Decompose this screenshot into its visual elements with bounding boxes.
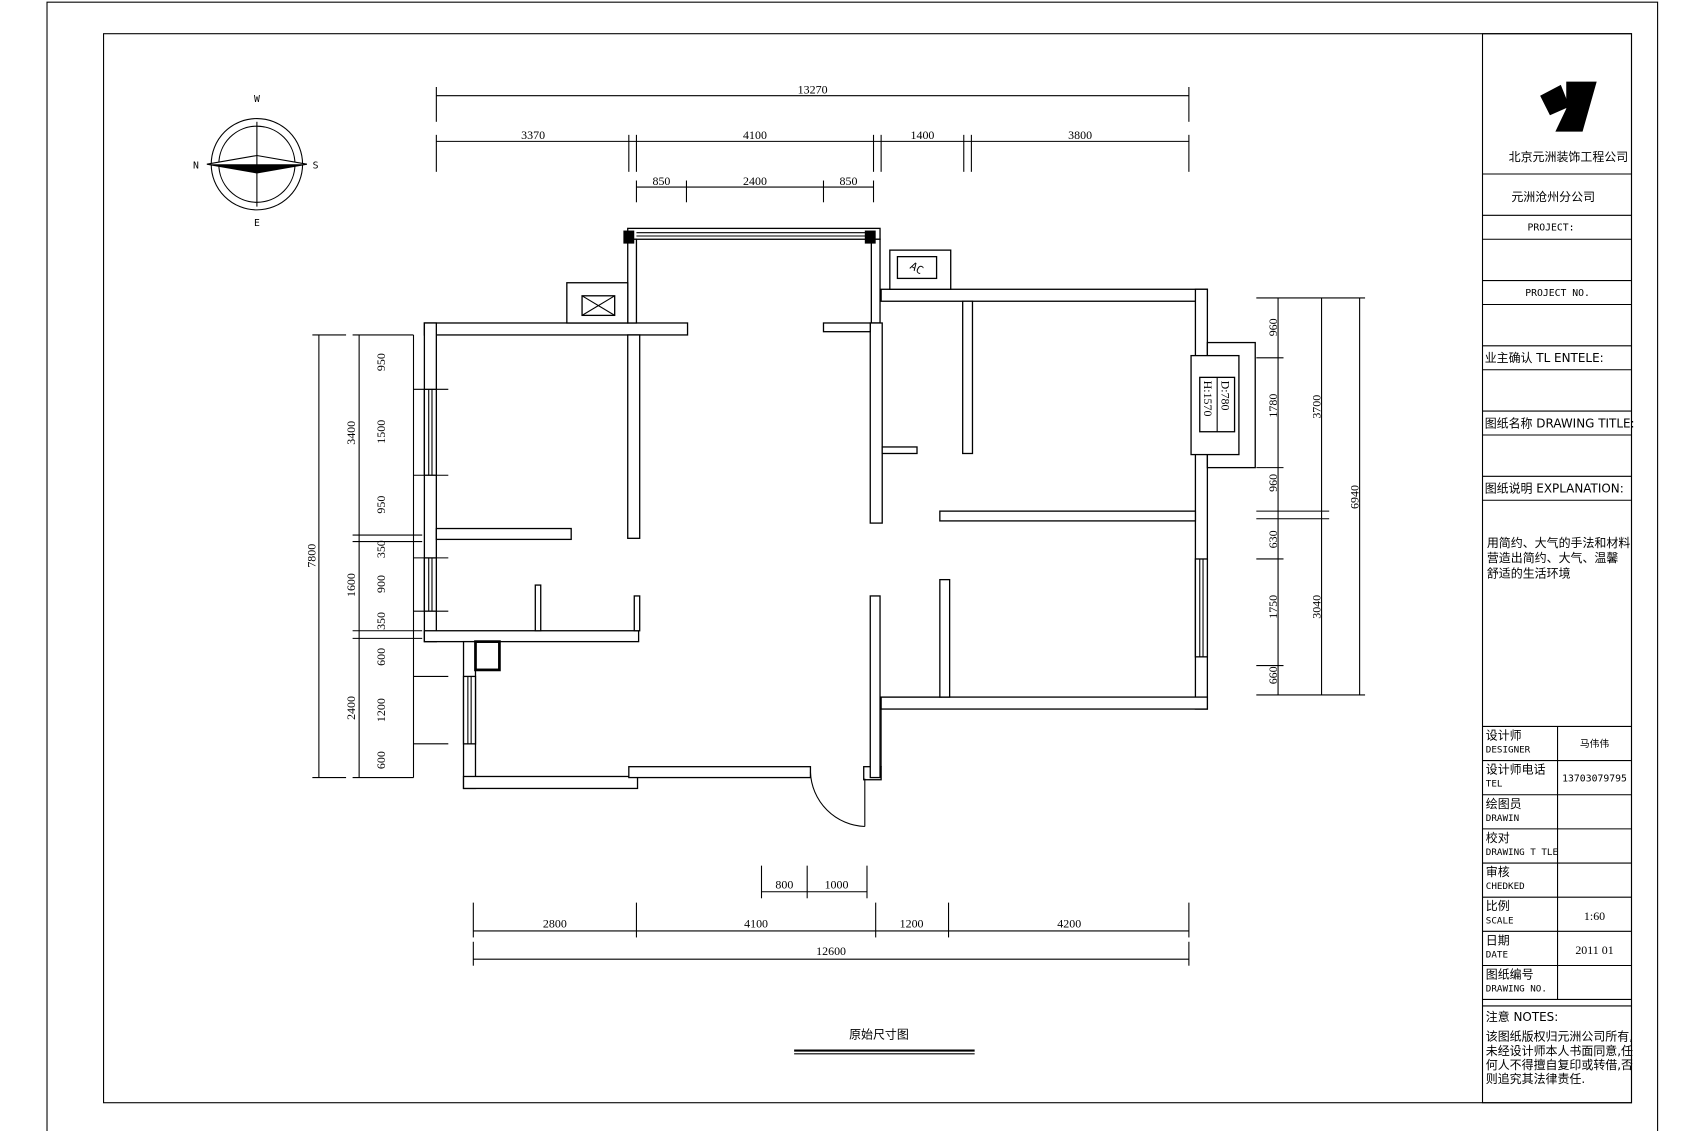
dim-left-inner: 900 [374,575,388,593]
dim-right-inner: 1750 [1266,595,1280,619]
row-label-cn: 设计师电话 [1486,763,1546,777]
row-value: 2011 01 [1575,943,1613,957]
dim-door-seg: 1000 [825,877,849,891]
notes-line: 该图纸版权归元洲公司所有, [1486,1030,1633,1044]
compass-north: N [193,161,199,172]
dim-right-inner: 660 [1266,666,1280,684]
client-label: 业主确认 TL ENTELE: [1485,351,1604,365]
row-label-cn: 校对 [1486,830,1510,845]
row-value: 马伟伟 [1580,737,1610,750]
compass-east: E [254,218,260,229]
row-label-cn: 审核 [1486,864,1510,879]
row-label-cn: 日期 [1486,933,1510,947]
row-label-en: DESIGNER [1486,745,1531,756]
dim-right-mid: 3040 [1309,595,1323,619]
dim-top-seg: 3800 [1068,128,1092,142]
project-label: PROJECT: [1528,223,1575,234]
dim-door-seg: 800 [775,877,793,891]
dim-left-inner: 1200 [374,698,388,722]
drawing-title-label: 图纸名称 DRAWING TITLE: [1485,415,1635,430]
row-label-en: SCALE [1486,915,1514,926]
project-no-label: PROJECT NO. [1525,288,1590,299]
walls [423,227,1209,790]
dim-left-mid: 1600 [344,573,358,597]
row-value: 13703079795 [1562,773,1627,784]
dim-right-inner: 1780 [1266,394,1280,418]
dim-left-mid: 2400 [344,696,358,720]
notes-label: 注意 NOTES: [1486,1009,1559,1024]
dim-left-inner: 600 [374,648,388,666]
dim-bottom-total: 12600 [816,944,846,958]
window-height: H:1570 [1201,381,1215,417]
dim-right-inner: 960 [1266,318,1280,336]
row-label-en: DRAWIN [1486,813,1519,824]
row-label-cn: 图纸编号 [1486,967,1534,982]
branch-name: 元洲沧州分公司 [1511,189,1595,204]
top-dimensions: 13270 3370 4100 1400 3800 850 2400 850 [435,83,1190,203]
dim-bottom-seg: 4200 [1057,917,1081,931]
row-label-en: DRAWING T TLE [1486,847,1558,858]
compass-south: S [313,161,319,172]
company-logo [1555,81,1597,132]
row-label-cn: 绘图员 [1486,796,1522,811]
notes-line: 未经设计师本人书面同意,任 [1486,1043,1633,1058]
explanation-line: 舒适的生活环境 [1487,565,1571,580]
inner-frame [103,33,1633,1104]
title-block: 北京元洲装饰工程公司 元洲沧州分公司 PROJECT: PROJECT NO. … [1481,33,1635,1104]
dim-top-seg: 4100 [743,128,767,142]
row-label-en: TEL [1486,779,1503,790]
notes-line: 则追究其法律责任. [1486,1071,1585,1086]
left-dimensions: 7800 3400 1600 2400 950 1500 950 350 900… [305,334,449,779]
dim-bottom-seg: 4100 [744,917,768,931]
ac-unit-icon: AC [566,249,952,324]
company-name: 北京元洲装饰工程公司 [1509,149,1629,164]
dim-right-inner: 960 [1266,474,1280,492]
compass-icon: W N S E [193,94,319,229]
window-depth: D:780 [1219,381,1233,411]
notes-line: 何人不得擅自复印或转借,否 [1486,1057,1633,1072]
dim-window-seg: 850 [652,174,670,188]
row-label-en: DRAWING NO. [1486,984,1547,995]
dim-left-mid: 3400 [344,421,358,445]
dim-top-total: 13270 [798,83,828,97]
dim-left-inner: 350 [374,540,388,558]
dim-window-seg: 850 [840,174,858,188]
dim-bottom-seg: 1200 [900,917,924,931]
dim-right-mid: 3700 [1309,395,1323,419]
windows [423,230,1256,745]
row-value: 1:60 [1584,909,1605,923]
dim-right-total: 6940 [1348,485,1362,509]
right-dimensions: 960 1780 960 630 1750 660 3700 3040 6940 [1256,297,1366,696]
row-label-en: DATE [1486,949,1508,960]
dim-left-total: 7800 [305,544,319,568]
dim-top-seg: 3370 [521,128,545,142]
bay-window-tag: D:780 H:1570 [1199,376,1236,433]
ac-label: AC [908,259,926,277]
bottom-dimensions: 800 1000 2800 4100 1200 4200 12600 [472,865,1190,966]
entry-door [474,640,866,828]
dim-left-inner: 950 [374,496,388,514]
dim-left-inner: 1500 [374,420,388,444]
row-label-cn: 设计师 [1486,729,1522,743]
dim-left-inner: 350 [374,612,388,630]
dim-bottom-seg: 2800 [543,917,567,931]
dim-left-inner: 950 [374,353,388,371]
explanation-line: 营造出简约、大气、温馨 [1487,550,1619,565]
dim-window-seg: 2400 [743,174,767,188]
outer-frame [46,1,1659,1131]
row-label-en: CHEDKED [1486,881,1525,892]
drawing-title: 原始尺寸图 [849,1028,909,1042]
dim-top-seg: 1400 [910,128,934,142]
dim-left-inner: 600 [374,751,388,769]
explanation-label: 图纸说明 EXPLANATION: [1485,481,1624,496]
row-label-cn: 比例 [1486,899,1510,913]
compass-west: W [254,94,260,105]
explanation-line: 用简约、大气的手法和材料 [1487,535,1630,550]
dim-right-inner: 630 [1266,530,1280,548]
